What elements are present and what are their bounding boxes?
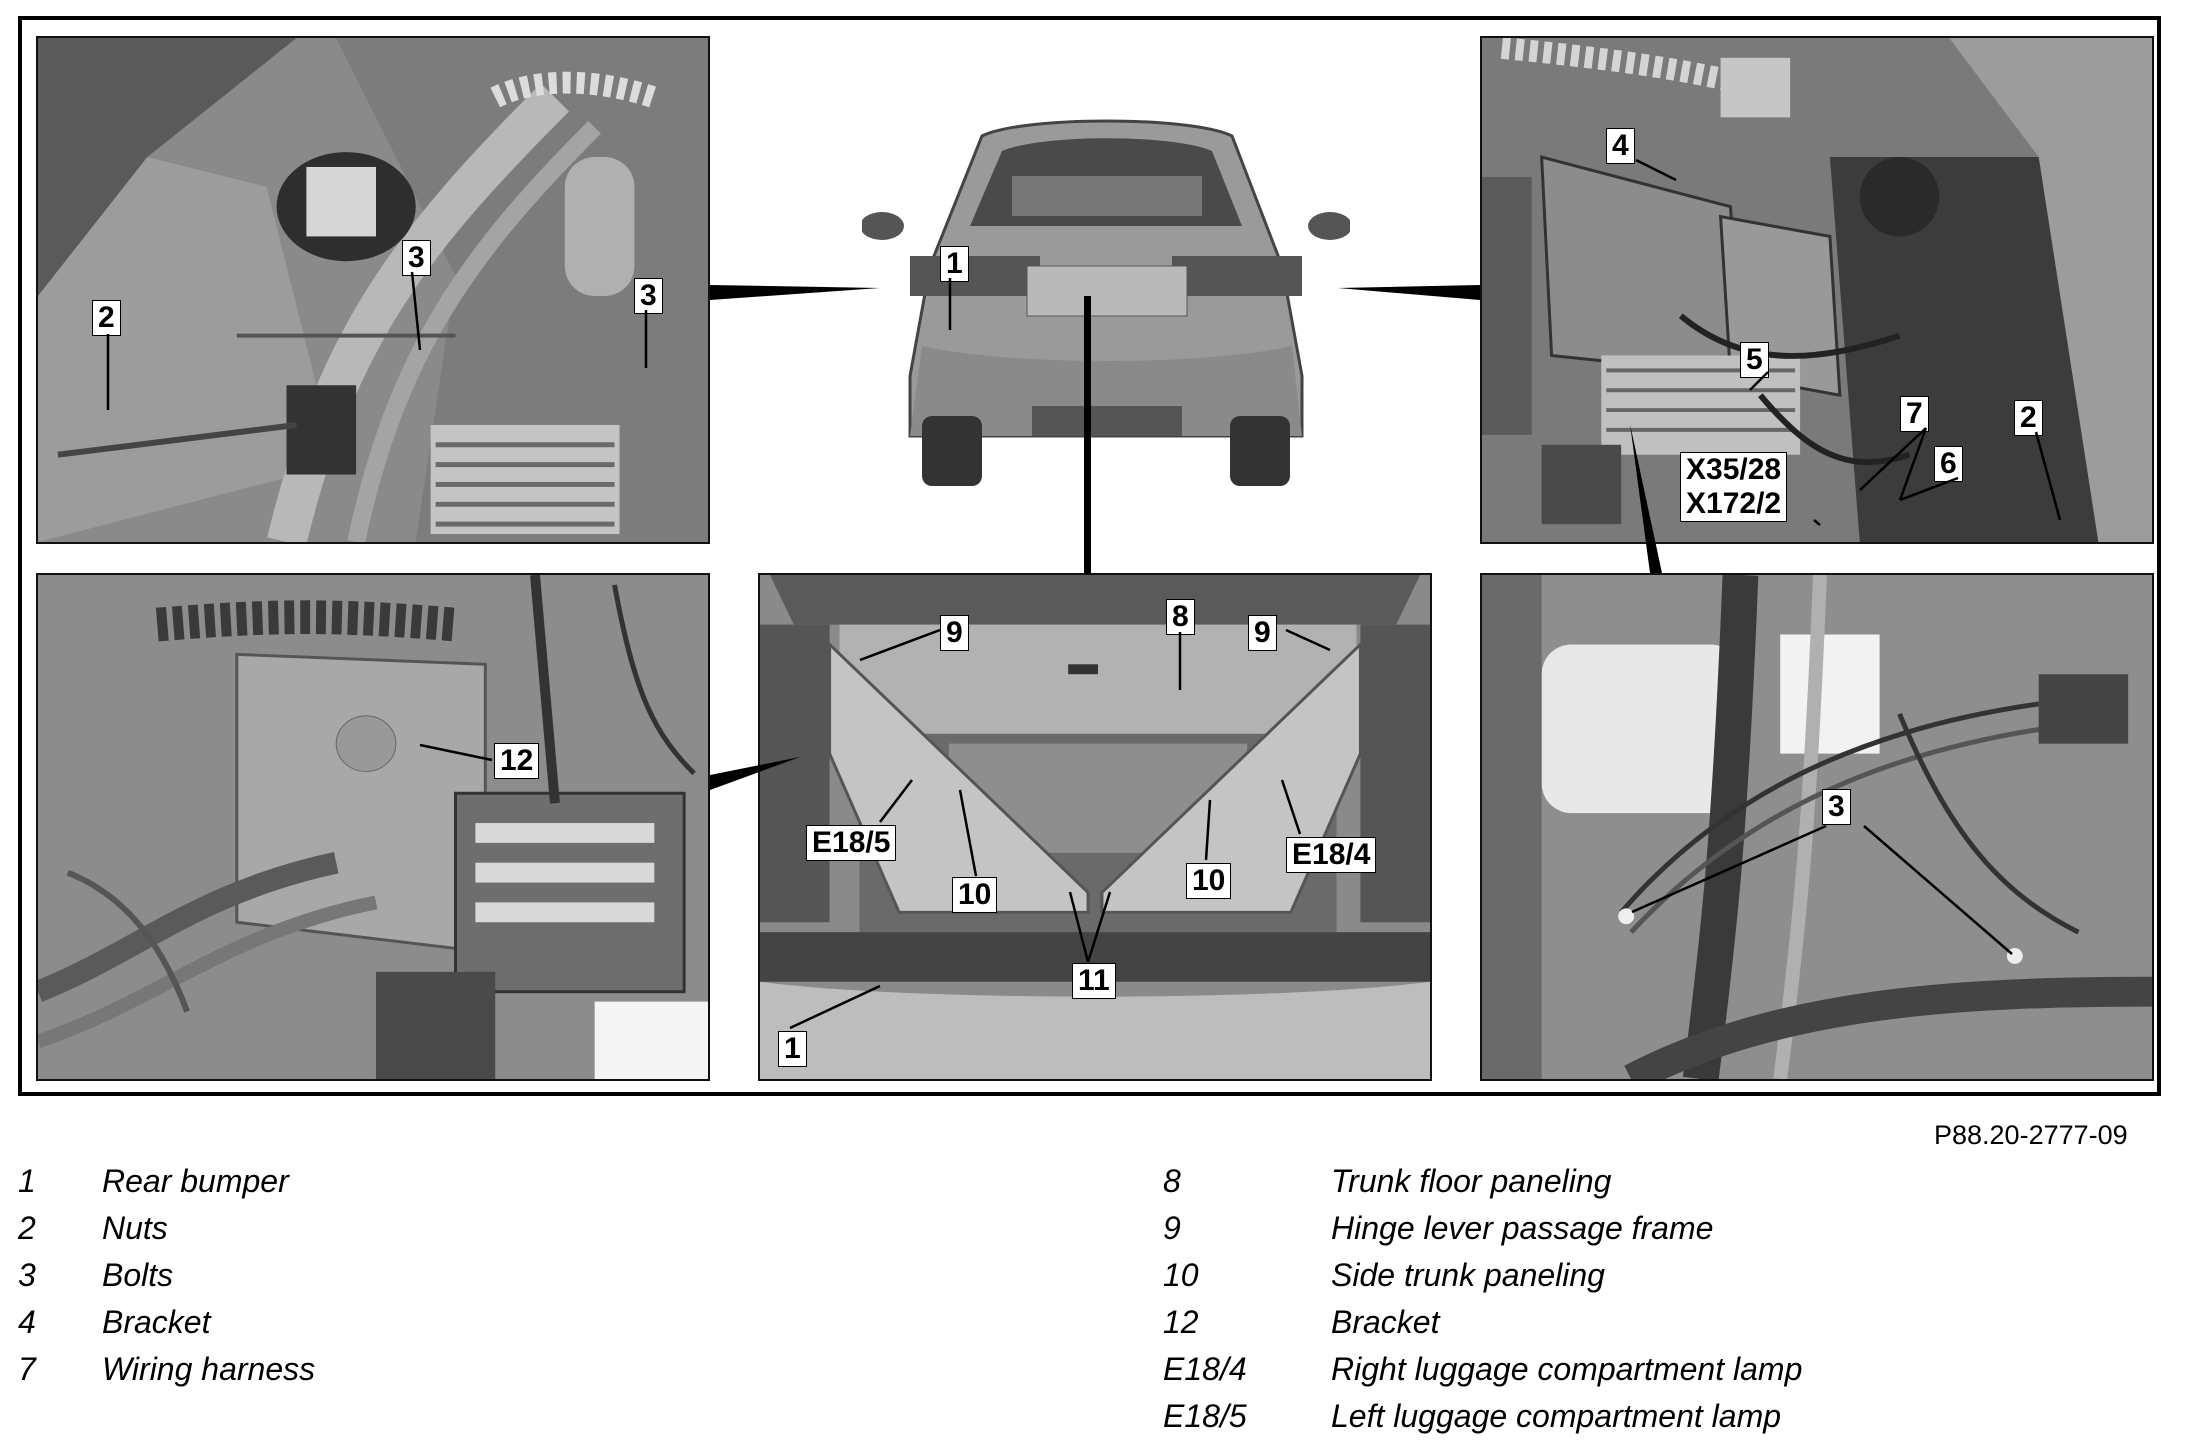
legend-row: 9 Hinge lever passage frame [1163,1210,2163,1257]
callout-e18-4: E18/4 [1286,837,1377,873]
callout-4: 4 [1606,128,1635,164]
panel-right-trunk-side: 4 5 7 2 6 X35/28 X172/2 [1480,36,2154,544]
legend-number: 1 [18,1163,36,1199]
legend-right: 8 Trunk floor paneling 9 Hinge lever passa… [1163,1163,2163,1445]
legend-number: 10 [1163,1257,1199,1293]
legend-number: 4 [18,1304,36,1340]
legend-row: 7 Wiring harness [18,1351,918,1398]
callout-6: 6 [1934,446,1963,482]
callout-10: 10 [1186,863,1232,899]
panel-left-trunk-side: 2 3 3 [36,36,710,544]
legend-text: Bolts [102,1257,174,1293]
panel-open-trunk: 9 8 9 E18/5 E18/4 10 10 11 1 [758,573,1432,1081]
photo-rear-view [862,119,1350,486]
legend-row: 10 Side trunk paneling [1163,1257,2163,1304]
panel-bolts-closeup: 3 [1480,573,2154,1081]
callout-1: 1 [940,246,969,282]
legend-text: Nuts [102,1210,168,1246]
legend-text: Bracket [102,1304,211,1340]
callout-e18-5: E18/5 [806,825,897,861]
legend-text: Right luggage compartment lamp [1331,1351,1803,1387]
callout-2: 2 [2014,400,2043,436]
callout-11: 11 [1072,963,1116,999]
callout-1: 1 [778,1031,807,1067]
callout-5: 5 [1740,342,1769,378]
legend-text: Wiring harness [102,1351,316,1387]
legend-text: Bracket [1331,1304,1440,1340]
legend-text: Trunk floor paneling [1331,1163,1612,1199]
legend-row: 2 Nuts [18,1210,918,1257]
callout-9: 9 [940,615,969,651]
callout-12: 12 [494,743,540,779]
legend-number: 8 [1163,1163,1181,1199]
callout-2: 2 [92,300,121,336]
legend-left: 1 Rear bumper 2 Nuts 3 Bolts 4 Bracket 7 Wiri… [18,1163,918,1398]
legend-number: 9 [1163,1210,1181,1246]
callout-3: 3 [1822,789,1851,825]
callout-9: 9 [1248,615,1277,651]
legend-row: 12 Bracket [1163,1304,2163,1351]
legend-text: Left luggage compartment lamp [1331,1398,1782,1434]
callout-10: 10 [952,877,998,913]
photo-bracket [38,575,708,1079]
legend-row: 1 Rear bumper [18,1163,918,1210]
legend-row: 3 Bolts [18,1257,918,1304]
legend-number: E18/5 [1163,1398,1247,1434]
legend-row: E18/5 Left luggage compartment lamp [1163,1398,2163,1445]
panel-bracket: 12 [36,573,710,1081]
photo-bolts-closeup [1482,575,2152,1079]
panel-rear-view: 1 [862,116,1350,494]
legend-text: Hinge lever passage frame [1331,1210,1714,1246]
figure-reference: P88.20-2777-09 [1934,1120,2128,1150]
callout-3: 3 [402,240,431,276]
legend-row: E18/4 Right luggage compartment lamp [1163,1351,2163,1398]
legend-text: Rear bumper [102,1163,289,1199]
callout-x35-28: X35/28 [1686,453,1782,486]
legend-number: 7 [18,1351,36,1387]
legend-number: E18/4 [1163,1351,1247,1387]
legend-text: Side trunk paneling [1331,1257,1605,1293]
legend-number: 2 [18,1210,36,1246]
callout-3: 3 [634,278,663,314]
photo-left-trunk-side [38,38,708,542]
photo-right-trunk-side [1482,38,2152,542]
legend-row: 4 Bracket [18,1304,918,1351]
callout-connectors: X35/28 X172/2 [1680,452,1788,522]
legend-number: 12 [1163,1304,1199,1340]
callout-8: 8 [1166,599,1195,635]
callout-7: 7 [1900,396,1929,432]
legend-row: 8 Trunk floor paneling [1163,1163,2163,1210]
legend-number: 3 [18,1257,36,1293]
callout-x172-2: X172/2 [1686,487,1782,520]
